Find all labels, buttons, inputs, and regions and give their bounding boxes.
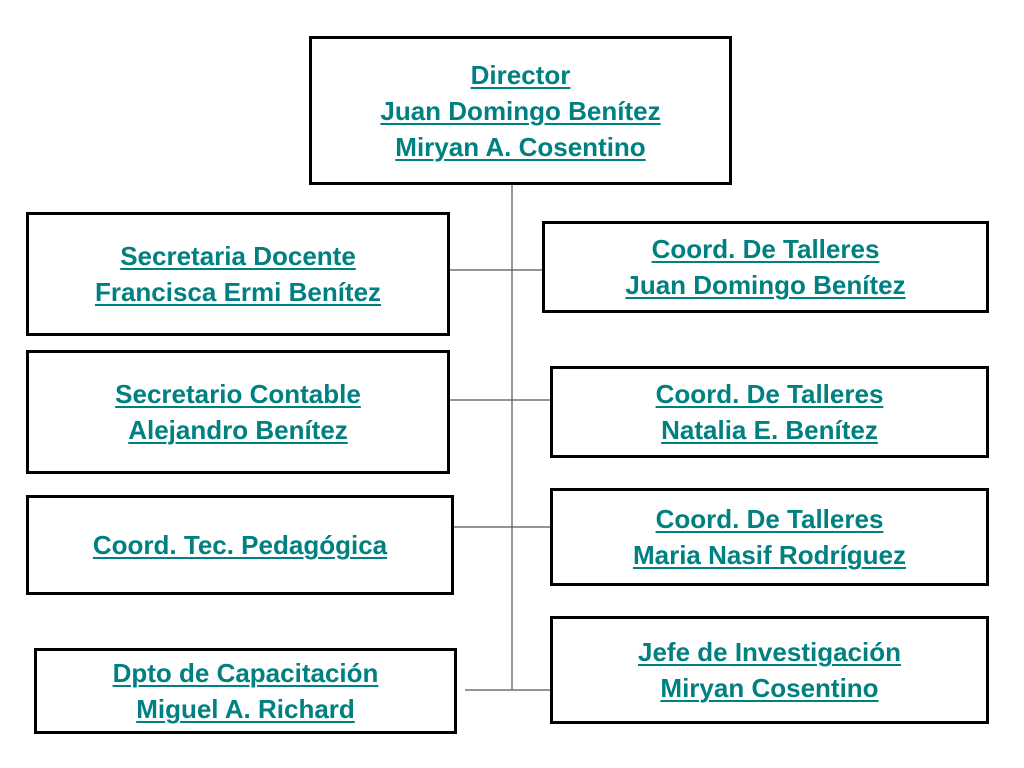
coord-talleres-2-person-link[interactable]: Natalia E. Benítez [661, 415, 878, 445]
jefe-investigacion-title-link[interactable]: Jefe de Investigación [638, 637, 901, 667]
secretaria-docente-person-link[interactable]: Francisca Ermi Benítez [94, 277, 382, 307]
secretario-contable-box: Secretario Contable Alejandro Benítez [26, 350, 450, 474]
coord-tec-pedagogica-box: Coord. Tec. Pedagógica [26, 495, 454, 595]
coord-talleres-1-title-link[interactable]: Coord. De Talleres [651, 234, 880, 264]
coord-talleres-2-title-link[interactable]: Coord. De Talleres [655, 379, 884, 409]
secretaria-docente-box: Secretaria Docente Francisca Ermi Beníte… [26, 212, 450, 336]
secretario-contable-person-link[interactable]: Alejandro Benítez [128, 415, 348, 445]
coord-talleres-1-person-link[interactable]: Juan Domingo Benítez [625, 270, 906, 300]
jefe-investigacion-box: Jefe de Investigación Miryan Cosentino [550, 616, 989, 724]
coord-talleres-2-box: Coord. De Talleres Natalia E. Benítez [550, 366, 989, 458]
coord-talleres-1-box: Coord. De Talleres Juan Domingo Benítez [542, 221, 989, 313]
jefe-investigacion-person-link[interactable]: Miryan Cosentino [660, 673, 879, 703]
secretaria-docente-title-link[interactable]: Secretaria Docente [120, 241, 356, 271]
coord-talleres-3-person-link[interactable]: Maria Nasif Rodríguez [632, 540, 907, 570]
director-box: Director Juan Domingo Benítez Miryan A. … [309, 36, 732, 185]
coord-talleres-3-box: Coord. De Talleres Maria Nasif Rodríguez [550, 488, 989, 586]
director-name-link-1[interactable]: Juan Domingo Benítez [380, 95, 661, 126]
dpto-capacitacion-title-link[interactable]: Dpto de Capacitación [112, 658, 379, 688]
dpto-capacitacion-person-link[interactable]: Miguel A. Richard [136, 694, 355, 724]
dpto-capacitacion-box: Dpto de Capacitación Miguel A. Richard [34, 648, 457, 734]
director-title-link[interactable]: Director [470, 59, 571, 90]
coord-tec-pedagogica-title-link[interactable]: Coord. Tec. Pedagógica [92, 530, 388, 560]
director-name-link-2[interactable]: Miryan A. Cosentino [395, 131, 646, 162]
secretario-contable-title-link[interactable]: Secretario Contable [115, 379, 361, 409]
coord-talleres-3-title-link[interactable]: Coord. De Talleres [655, 504, 884, 534]
